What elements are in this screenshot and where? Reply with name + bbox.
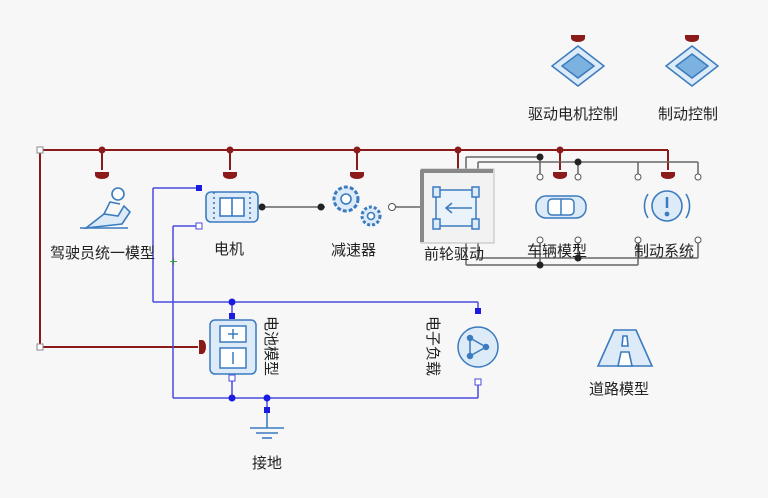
driver-icon: [80, 187, 132, 230]
battery-block[interactable]: 电池模型: [209, 316, 280, 376]
battery-icon: [209, 319, 257, 375]
electrical-open-ports: [195, 222, 482, 386]
road-icon: [596, 329, 654, 367]
bus-corner-port: [36, 146, 44, 154]
brake-system-block[interactable]: 制动系统: [634, 190, 694, 260]
driver-model-block[interactable]: 驾驶员统一模型: [50, 187, 155, 262]
brake-control-block[interactable]: 制动控制: [658, 45, 720, 123]
brake-system-label: 制动系统: [634, 242, 694, 260]
motor-control-block[interactable]: 驱动电机控制: [528, 45, 618, 123]
motor-label: 电机: [214, 240, 244, 258]
electrical-nodes: [196, 185, 481, 413]
battery-label: 电池模型: [262, 316, 280, 376]
load-icon: [457, 326, 499, 368]
motor-block[interactable]: 电机: [205, 191, 259, 258]
motor-icon: [205, 191, 259, 223]
car-icon: [535, 195, 587, 219]
signal-bus-nodes: [98, 146, 564, 154]
road-block[interactable]: 道路模型: [589, 329, 654, 398]
chip-icon: [550, 45, 606, 87]
ground-icon: [250, 413, 284, 439]
reducer-label: 减速器: [331, 241, 376, 259]
front-drive-block[interactable]: 前轮驱动: [420, 168, 495, 263]
chip-icon: [664, 45, 720, 87]
vehicle-block[interactable]: 车辆模型: [527, 195, 587, 260]
brake-warning-icon: [643, 190, 691, 222]
reducer-block[interactable]: 减速器: [331, 185, 382, 259]
ground-block[interactable]: 接地: [250, 413, 284, 472]
brake-control-label: 制动控制: [658, 105, 718, 123]
bus-connectors: [95, 35, 699, 354]
front-drive-label: 前轮驱动: [424, 245, 484, 263]
ground-label: 接地: [252, 454, 282, 472]
driver-label: 驾驶员统一模型: [50, 244, 155, 262]
electrical-wires: [152, 187, 479, 410]
electronic-load-label: 电子负载: [424, 316, 442, 376]
drivetrain-icon: [432, 186, 480, 230]
bus-corner-port: [36, 343, 44, 351]
vehicle-label: 车辆模型: [527, 242, 587, 260]
road-label: 道路模型: [589, 380, 649, 398]
plus-marker: +: [169, 255, 178, 268]
mechanical-links: [262, 156, 699, 266]
electronic-load-block[interactable]: 电子负载: [424, 316, 499, 376]
gears-icon: [332, 185, 382, 227]
motor-control-label: 驱动电机控制: [528, 105, 618, 123]
